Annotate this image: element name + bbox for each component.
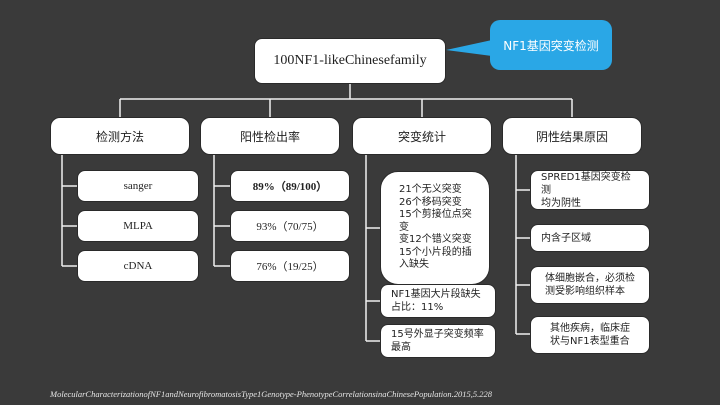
method-item: sanger — [77, 170, 199, 202]
reason-spred1: SPRED1基因突变检测 均为阴性 — [530, 170, 650, 210]
reason-other-disease: 其他疾病，临床症 状与NF1表型重合 — [530, 316, 650, 354]
category-detection-method: 检测方法 — [50, 117, 190, 155]
root-node: 100NF1-likeChinesefamily — [254, 38, 446, 84]
category-positive-rate: 阳性检出率 — [200, 117, 340, 155]
citation-footer: MolecularCharacterizationofNF1andNeurofi… — [50, 389, 493, 399]
reason-intron: 内含子区域 — [530, 224, 650, 252]
callout-bubble: NF1基因突变检测 — [490, 20, 612, 70]
category-mutation-stats: 突变统计 — [352, 117, 492, 155]
mutation-exon15: 15号外显子突变频率 最高 — [380, 324, 496, 358]
mutation-summary: 21个无义突变 26个移码突变 15个剪接位点突变 变12个错义突变 15个小片… — [380, 171, 490, 285]
rate-item: 89%（89/100） — [230, 170, 350, 202]
category-negative-reasons: 阴性结果原因 — [502, 117, 642, 155]
rate-item: 93%（70/75） — [230, 210, 350, 242]
mutation-large-deletion: NF1基因大片段缺失 占比：11% — [380, 284, 496, 318]
reason-mosaicism: 体细胞嵌合，必须检 测受影响组织样本 — [530, 266, 650, 304]
method-item: cDNA — [77, 250, 199, 282]
rate-item: 76%（19/25） — [230, 250, 350, 282]
method-item: MLPA — [77, 210, 199, 242]
